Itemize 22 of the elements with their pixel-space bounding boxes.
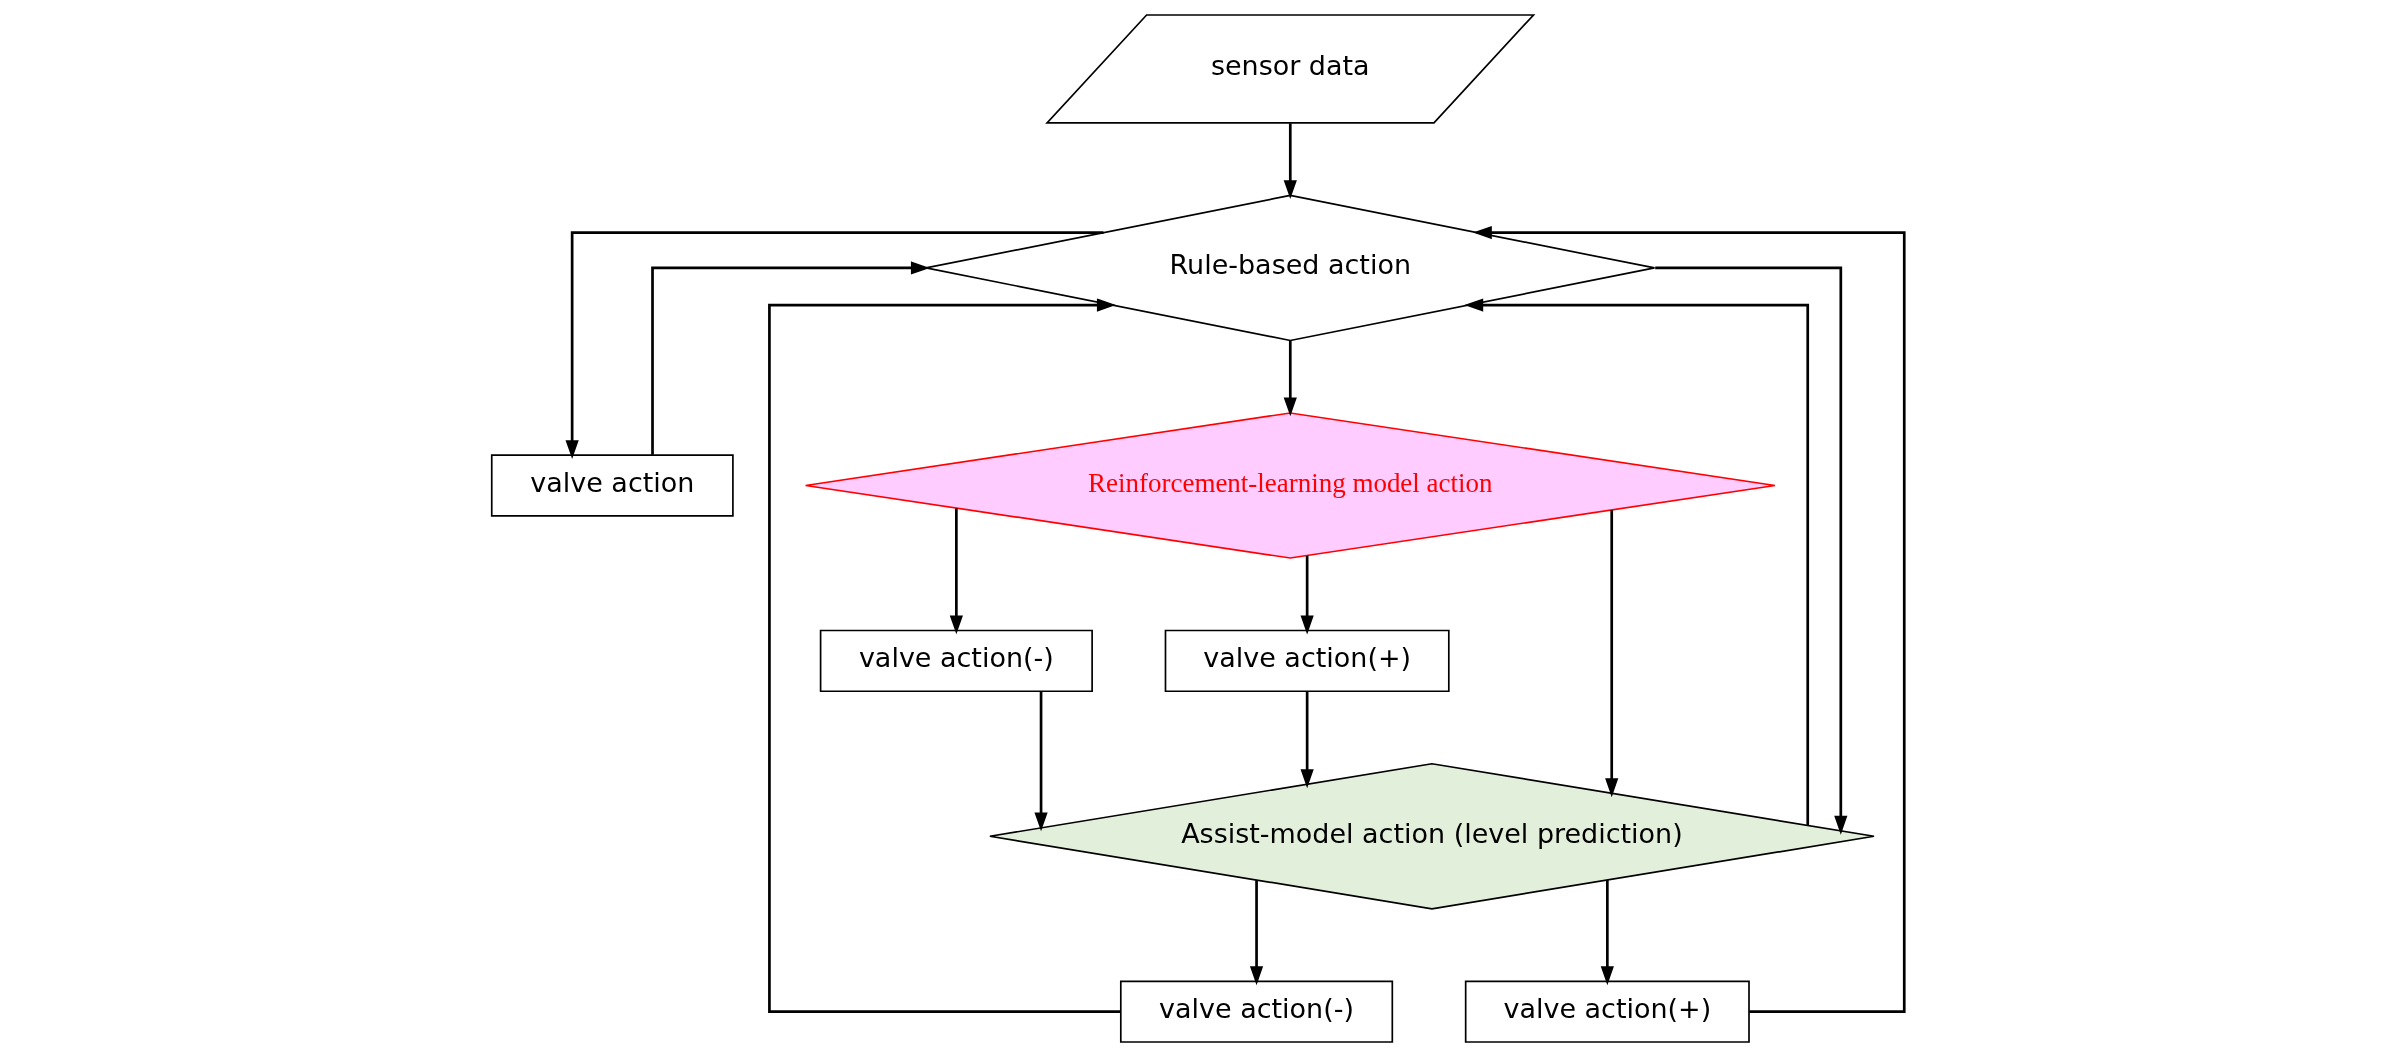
arrow: [949, 508, 963, 635]
arrow: [1604, 510, 1618, 798]
node-box: valve action(+): [1164, 629, 1450, 693]
node-box: valve action(+): [1464, 980, 1750, 1043]
arrow: [1249, 880, 1263, 986]
node-box: valve action: [490, 454, 734, 517]
node-box: valve action(-): [1119, 980, 1393, 1043]
node-box: valve action(-): [819, 629, 1093, 693]
arrow: [565, 231, 1103, 460]
arrow: [1283, 123, 1297, 200]
arrow: [1600, 880, 1614, 986]
arrow: [1283, 341, 1297, 417]
arrow: [1472, 225, 1906, 1013]
arrow: [1033, 691, 1048, 832]
arrow: [767, 298, 1120, 1013]
arrow: [1654, 266, 1847, 835]
arrow: [650, 261, 930, 455]
arrow: [1300, 691, 1314, 789]
arrow: [1300, 555, 1314, 635]
node-diamond: Assist-model action (level prediction): [988, 762, 1875, 910]
node-diamond: Reinforcement-learning model action: [804, 412, 1776, 559]
arrow: [1463, 298, 1809, 826]
